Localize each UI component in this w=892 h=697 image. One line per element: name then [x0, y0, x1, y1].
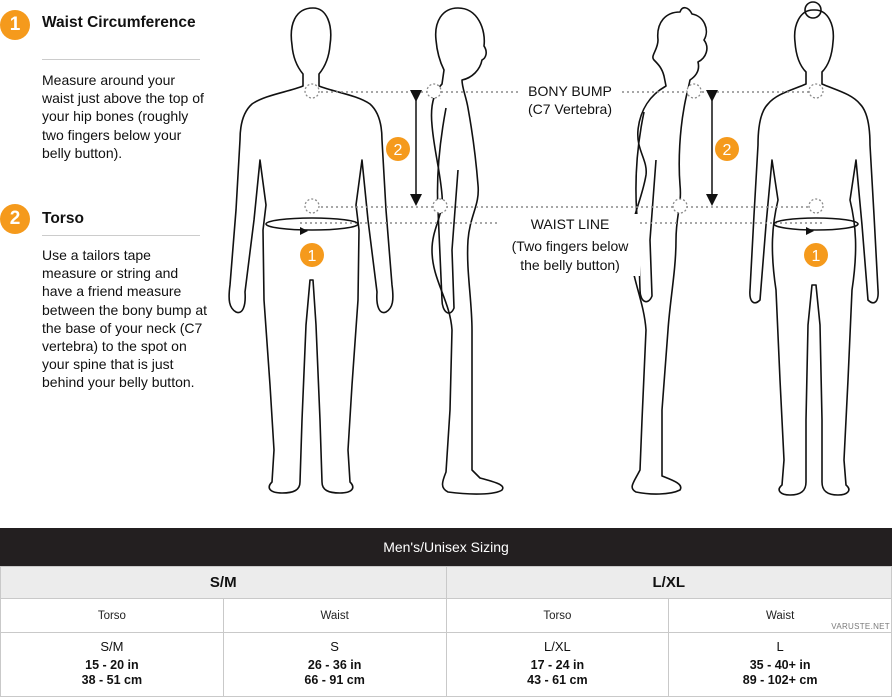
marker-torso-left: 2: [386, 137, 410, 161]
divider: [42, 59, 200, 60]
sizing-table-title: Men's/Unisex Sizing: [0, 528, 892, 566]
cell-metric: 38 - 51 cm: [81, 673, 143, 687]
cell-imperial: 35 - 40+ in: [749, 658, 811, 672]
table-cell: S 26 - 36 in 66 - 91 cm: [222, 632, 447, 697]
bony-bump-sublabel: (C7 Vertebra): [528, 101, 612, 117]
man-side-figure: [430, 7, 504, 495]
svg-text:2: 2: [723, 142, 732, 159]
svg-text:1: 1: [308, 248, 317, 265]
step-description: Use a tailors tape measure or string and…: [42, 247, 208, 391]
torso-arrows: [410, 90, 718, 206]
body-measurement-figure: 2 2 1 1 BONY BUMP (C7 Vertebra) WAIST LI…: [228, 1, 879, 496]
table-cell: S/M 15 - 20 in 38 - 51 cm: [0, 632, 224, 697]
man-front-figure: [228, 7, 394, 494]
cell-size: L/XL: [544, 639, 571, 654]
cell-size: S: [330, 639, 339, 654]
size-group-header: L/XL: [445, 566, 892, 599]
bony-bump-label: BONY BUMP: [528, 83, 612, 99]
cell-size: S/M: [100, 639, 124, 654]
svg-text:1: 1: [812, 248, 821, 265]
cell-imperial: 17 - 24 in: [530, 658, 585, 672]
waist-line-label: WAIST LINE: [531, 216, 610, 232]
woman-front-figure: [749, 1, 879, 496]
cell-metric: 66 - 91 cm: [304, 673, 365, 687]
column-header: Torso: [445, 598, 670, 633]
step-number-badge: 1: [0, 10, 30, 40]
step-number-badge: 2: [0, 204, 30, 234]
column-header: Torso: [0, 598, 224, 633]
waist-arrows: [300, 227, 814, 235]
waist-line-sublabel-1: (Two fingers below: [512, 238, 630, 254]
table-row: S/M 15 - 20 in 38 - 51 cm S 26 - 36 in 6…: [0, 632, 892, 697]
step-description: Measure around your waist just above the…: [42, 72, 204, 161]
sizing-table: S/M L/XL Torso Waist Torso Waist S/M 15 …: [0, 566, 892, 697]
size-group-header: S/M: [0, 566, 447, 599]
divider: [42, 235, 200, 236]
marker-torso-right: 2: [715, 137, 739, 161]
cell-metric: 89 - 102+ cm: [742, 673, 818, 687]
marker-waist-left: 1: [300, 243, 324, 267]
step-title: Waist Circumference: [42, 14, 196, 31]
woman-side-figure: [629, 6, 708, 495]
reference-lines: [300, 91, 822, 224]
table-cell: L/XL 17 - 24 in 43 - 61 cm: [445, 632, 670, 697]
sizing-table-section: Men's/Unisex Sizing S/M L/XL Torso Waist…: [0, 528, 892, 697]
cell-metric: 43 - 61 cm: [527, 673, 588, 687]
size-group-row: S/M L/XL: [0, 566, 892, 599]
waist-bands: [265, 217, 859, 231]
cell-imperial: 26 - 36 in: [307, 658, 362, 672]
column-header-row: Torso Waist Torso Waist: [0, 598, 892, 633]
landmark-circles: [304, 83, 824, 214]
watermark: VARUSTE.NET: [831, 622, 890, 631]
column-header: Waist: [222, 598, 447, 633]
table-cell: L 35 - 40+ in 89 - 102+ cm: [668, 632, 892, 697]
waist-line-sublabel-2: the belly button): [520, 257, 620, 273]
cell-imperial: 15 - 20 in: [85, 658, 139, 672]
svg-text:2: 2: [394, 142, 403, 159]
marker-waist-right: 1: [804, 243, 828, 267]
step-title: Torso: [42, 210, 84, 227]
measurement-instructions: 1 Waist Circumference Measure around you…: [0, 0, 210, 520]
cell-size: L: [776, 639, 784, 654]
